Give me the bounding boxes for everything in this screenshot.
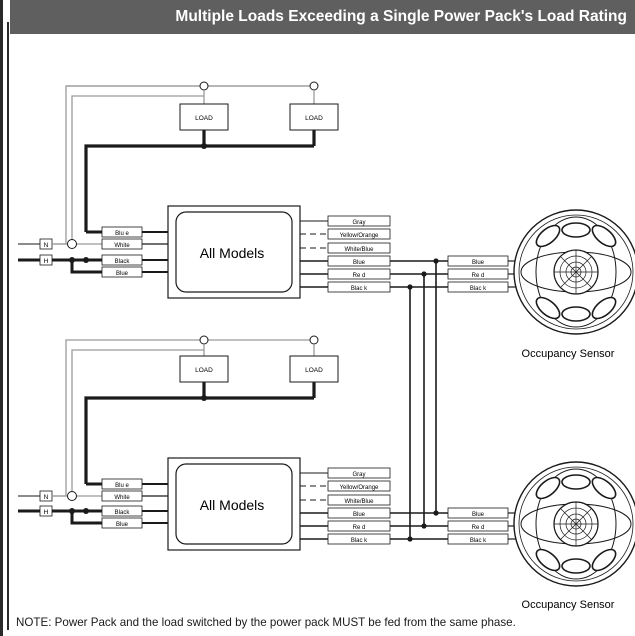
occupancy-sensor-top <box>513 209 635 335</box>
wire-label: Gray <box>352 472 365 478</box>
neutral-label: N <box>44 494 49 501</box>
left-border-rule <box>0 0 3 636</box>
title-bar: Multiple Loads Exceeding a Single Power … <box>10 0 635 34</box>
wire-label: Blac k <box>470 538 487 544</box>
load-box <box>289 355 339 383</box>
wire-label: Blue <box>353 512 366 518</box>
pack-label: All Models <box>200 497 265 513</box>
load-label: LOAD <box>305 367 323 374</box>
load-box <box>289 103 339 131</box>
load-box <box>179 103 229 131</box>
sensor-label: Occupancy Sensor <box>522 348 615 360</box>
wire-label: Re d <box>353 525 366 531</box>
wire-label: Blac k <box>470 286 487 292</box>
wire-label: White <box>114 243 130 249</box>
wire-label: White <box>114 495 130 501</box>
wire-label: Yellow/Orange <box>340 485 379 491</box>
load-label: LOAD <box>195 367 213 374</box>
load-label: LOAD <box>305 115 323 122</box>
wire-label: Blu e <box>115 483 129 489</box>
occupancy-sensor-bottom <box>513 461 635 587</box>
page-title: Multiple Loads Exceeding a Single Power … <box>175 8 627 25</box>
wire-label: Blac k <box>351 538 368 544</box>
wire-label: Black <box>115 259 131 265</box>
wiring-diagram: LOAD LOAD N H Blu e White Black Blue <box>18 81 635 611</box>
wire-label: Re d <box>353 273 366 279</box>
left-inner-rule <box>7 22 9 630</box>
wire-label: White/Blue <box>344 247 374 253</box>
wire-label: Re d <box>472 525 485 531</box>
circuit-top: LOAD LOAD N H Blu e White Black Blue <box>18 81 520 299</box>
wire-label: Blue <box>116 271 129 277</box>
wire-label: Blue <box>472 260 485 266</box>
wire-label: Blue <box>353 260 366 266</box>
wire-label: Gray <box>352 220 365 226</box>
load-label: LOAD <box>195 115 213 122</box>
wire-label: Black <box>115 510 131 516</box>
wire-label: Blue <box>116 522 129 528</box>
pack-label: All Models <box>200 245 265 261</box>
sensor-label: Occupancy Sensor <box>522 599 615 611</box>
load-box <box>179 355 229 383</box>
wire-label: White/Blue <box>344 499 374 505</box>
circuit-bottom: LOAD LOAD N H Blu e White Black Blue All… <box>18 335 520 551</box>
sensor-bus <box>409 261 437 539</box>
wire-label: Re d <box>472 273 485 279</box>
hot-label: H <box>44 258 49 265</box>
wire-label: Yellow/Orange <box>340 233 379 239</box>
hot-label: H <box>44 509 49 516</box>
wire-label: Blu e <box>115 231 129 237</box>
wire-label: Blue <box>472 512 485 518</box>
wire-label: Blac k <box>351 286 368 292</box>
phase-note: NOTE: Power Pack and the load switched b… <box>16 616 516 629</box>
neutral-label: N <box>44 242 49 249</box>
